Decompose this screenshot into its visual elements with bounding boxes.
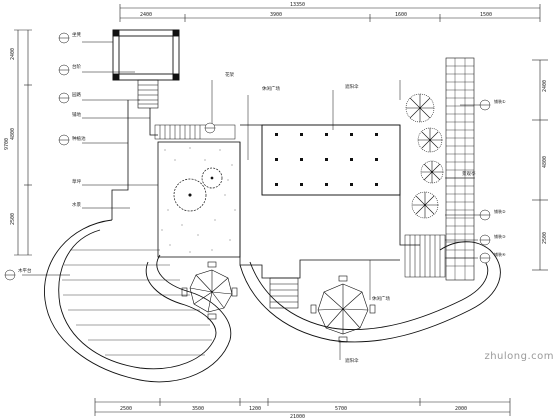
ref-tag-3: 铺装③ xyxy=(494,233,506,239)
callout-6: 草坪 xyxy=(72,178,81,185)
centre-steps xyxy=(269,277,299,309)
right-dim-3: 2500 xyxy=(542,232,548,244)
callout-4: 铺地 xyxy=(72,111,81,118)
tree-cluster xyxy=(173,167,223,212)
bottom-dimension-chain xyxy=(94,398,511,416)
left-total-dim: 9700 xyxy=(4,138,10,150)
callout-1: 坐凳 xyxy=(72,31,81,38)
callout-11: 遮阳伞 xyxy=(345,83,359,90)
ref-tag-1: 铺装① xyxy=(494,98,506,104)
watermark: zhulong.com xyxy=(484,351,554,362)
bottom-dim-3: 1200 xyxy=(249,406,261,412)
callout-8: 木平台 xyxy=(18,267,32,274)
callout-3: 园路 xyxy=(72,91,81,98)
callout-14: 遮阳伞 xyxy=(345,357,359,364)
left-dimension-chain xyxy=(14,29,32,256)
parasol-right xyxy=(310,275,376,343)
callout-9: 花架 xyxy=(225,71,234,78)
right-walkway xyxy=(445,57,475,281)
plaza xyxy=(240,124,401,196)
ref-tag-4: 铺装④ xyxy=(494,251,506,257)
hatched-strip xyxy=(154,124,236,140)
callout-7: 水景 xyxy=(72,201,81,208)
wood-deck xyxy=(62,249,212,356)
top-dimension-chain xyxy=(119,4,541,22)
left-dim-3: 2500 xyxy=(10,213,16,225)
palm-tree-3 xyxy=(420,160,444,184)
top-dim-2: 3900 xyxy=(270,12,282,18)
leader-lines xyxy=(22,41,480,360)
path-outline xyxy=(111,100,158,220)
curving-path xyxy=(44,219,501,383)
bottom-dim-5: 2000 xyxy=(455,406,467,412)
palm-trees xyxy=(405,93,444,219)
right-dim-1: 2400 xyxy=(542,80,548,92)
palm-tree-2 xyxy=(417,127,443,153)
ref-bubbles xyxy=(4,32,491,281)
callout-5: 种植池 xyxy=(72,135,86,142)
bottom-dim-2: 3500 xyxy=(192,406,204,412)
pavilion-stairs xyxy=(137,79,159,109)
callout-13: 休闲广场 xyxy=(372,295,390,302)
right-dimension-chain xyxy=(532,59,548,271)
callout-10: 休闲广场 xyxy=(262,85,280,92)
bench-block xyxy=(404,234,446,278)
top-total-dim: 13350 xyxy=(290,2,305,8)
palm-tree-1 xyxy=(405,93,435,123)
palm-tree-4 xyxy=(411,191,439,219)
callout-12: 景观亭 xyxy=(462,170,476,177)
lawn-area xyxy=(157,141,241,258)
left-dim-1: 2400 xyxy=(10,48,16,60)
ref-tag-2: 铺装② xyxy=(494,208,506,214)
top-dim-4: 1500 xyxy=(480,12,492,18)
bottom-dim-1: 2500 xyxy=(120,406,132,412)
bottom-total-dim: 21000 xyxy=(290,414,305,420)
right-dim-2: 4800 xyxy=(542,156,548,168)
parasol-left xyxy=(181,261,238,320)
callout-2: 台阶 xyxy=(72,63,81,70)
top-dim-3: 1600 xyxy=(395,12,407,18)
left-dim-2: 4800 xyxy=(10,128,16,140)
bottom-dim-4: 5700 xyxy=(335,406,347,412)
site-boundary xyxy=(239,142,420,279)
top-dim-1: 2400 xyxy=(140,12,152,18)
pavilion xyxy=(112,29,180,81)
